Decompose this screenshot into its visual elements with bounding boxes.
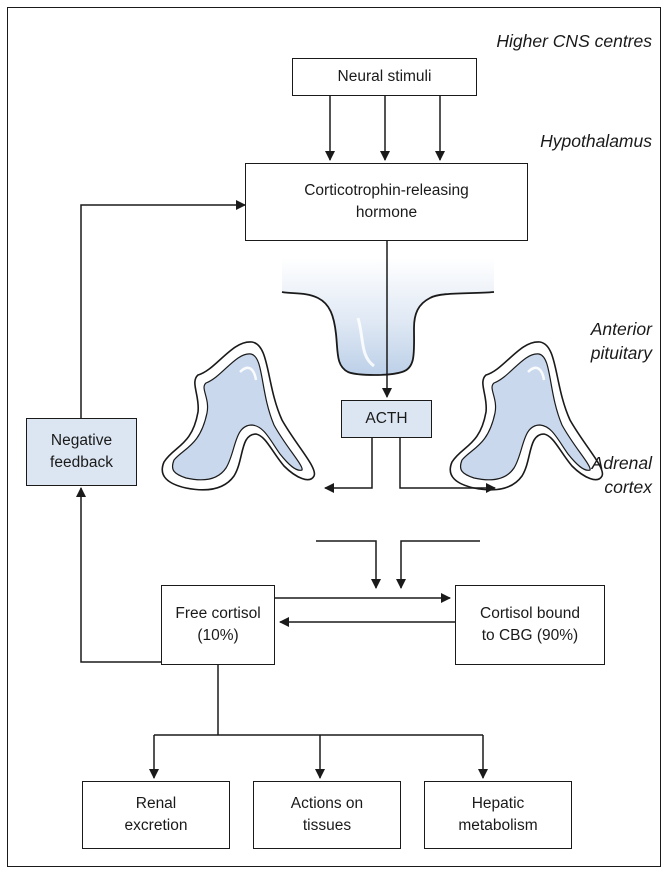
right-adrenal-gland <box>449 341 604 491</box>
hypothalamus-illustration <box>281 258 495 376</box>
arrow-free-cortisol-to-feedback <box>76 487 162 663</box>
region-label-hypothalamus: Hypothalamus <box>540 131 652 151</box>
region-label-higher-cns: Higher CNS centres <box>496 31 652 51</box>
free-cortisol-box: Free cortisol (10%) <box>161 585 275 665</box>
acth-box: ACTH <box>341 400 432 438</box>
arrow-adrenal-to-cortisol-left <box>316 540 381 589</box>
crh-box: Corticotrophin-releasing hormone <box>245 163 528 241</box>
diagram-frame <box>7 7 661 867</box>
hepatic-metabolism-box: Hepatic metabolism <box>424 781 572 849</box>
arrow-acth-to-left-adrenal <box>324 438 373 493</box>
arrow-acth-to-right-adrenal <box>399 438 496 493</box>
arrow-adrenal-to-cortisol-right <box>396 540 480 589</box>
renal-excretion-box: Renal excretion <box>82 781 230 849</box>
region-label-adrenal-cortex: Adrenal cortex <box>591 453 652 497</box>
arrow-feedback-to-crh <box>80 200 246 418</box>
actions-on-tissues-box: Actions on tissues <box>253 781 401 849</box>
bound-cortisol-box: Cortisol bound to CBG (90%) <box>455 585 605 665</box>
connectors <box>76 95 496 779</box>
region-label-anterior-pituitary: Anterior pituitary <box>590 319 652 363</box>
left-adrenal-gland <box>161 341 316 491</box>
negative-feedback-box: Negative feedback <box>26 418 137 486</box>
neural-stimuli-box: Neural stimuli <box>292 58 477 96</box>
